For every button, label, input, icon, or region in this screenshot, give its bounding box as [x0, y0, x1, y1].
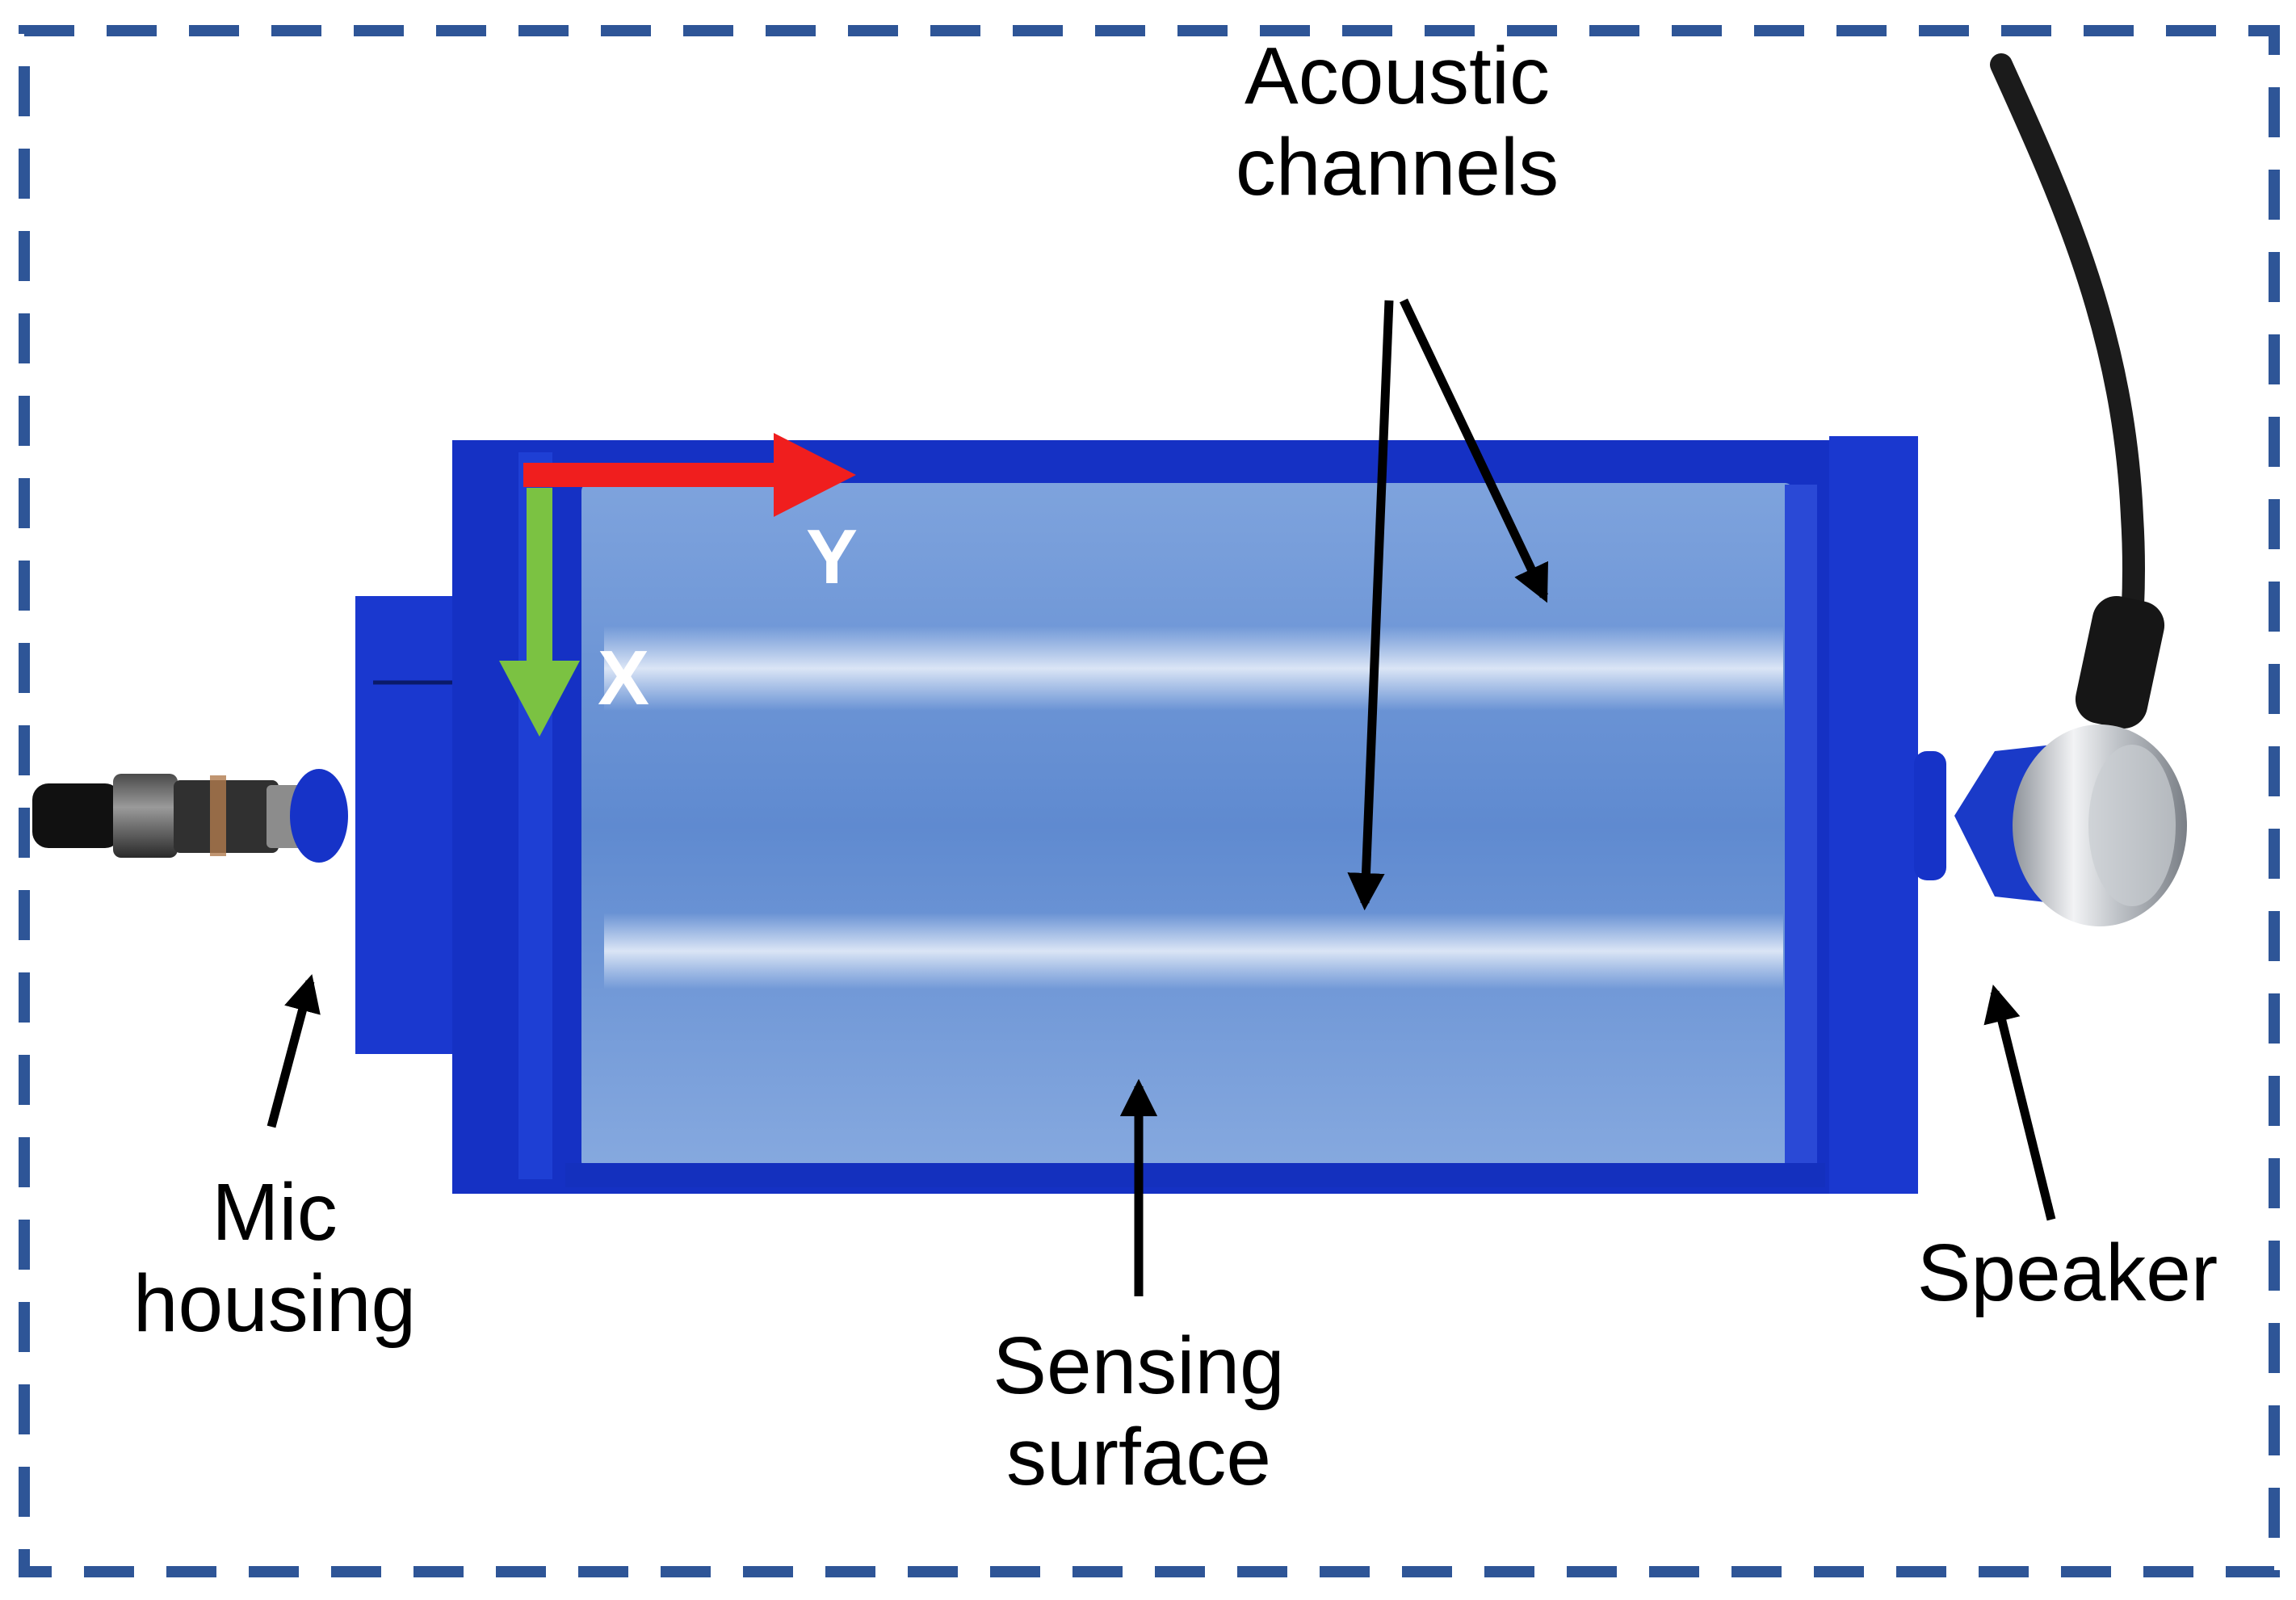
axis-y-label: Y — [806, 514, 858, 600]
pointer-mic-housing — [267, 974, 321, 1128]
mic-housing-line-2: housing — [132, 1258, 417, 1349]
axis-x-arrow — [499, 488, 580, 737]
acoustic-channels-line-2: channels — [1235, 122, 1559, 212]
pointer-acoustic-to-lower-channel — [1347, 300, 1394, 911]
pointer-speaker — [1983, 985, 2056, 1221]
mic-connector — [32, 769, 348, 863]
sensing-surface-label: Sensing surface — [896, 1321, 1381, 1503]
axis-y-arrow — [523, 433, 856, 517]
speaker-label: Speaker — [1916, 1228, 2218, 1318]
sensing-surface — [581, 483, 1793, 1170]
acoustic-channels-label: Acoustic channels — [1155, 31, 1639, 213]
speaker — [1914, 724, 2187, 926]
pointer-acoustic-to-upper-channel — [1400, 298, 1548, 603]
sensing-surface-line-1: Sensing — [993, 1321, 1285, 1411]
acoustic-channels-line-1: Acoustic — [1245, 31, 1550, 121]
speaker-cable-strain-relief — [2075, 595, 2165, 729]
acoustic-channel-lower — [604, 913, 1783, 989]
sensing-surface-line-2: surface — [1006, 1412, 1271, 1502]
mic-housing-line-1: Mic — [212, 1167, 338, 1258]
acoustic-channel-upper — [604, 626, 1783, 711]
mic-housing-label: Mic housing — [65, 1167, 485, 1350]
axis-x-label: X — [598, 635, 650, 721]
